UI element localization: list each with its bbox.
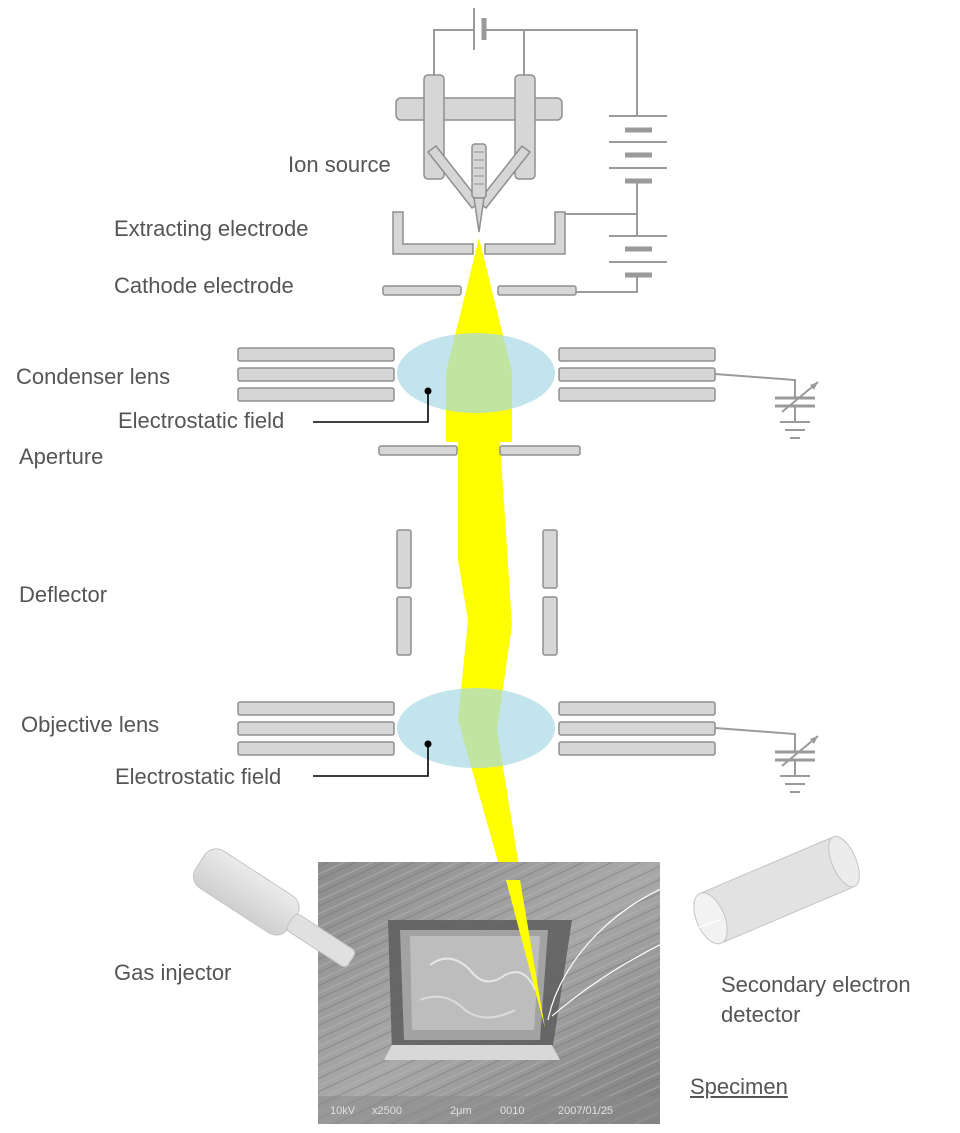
- label-specimen: Specimen: [690, 1074, 788, 1099]
- label-cathode-electrode: Cathode electrode: [114, 273, 294, 298]
- label-extracting-electrode: Extracting electrode: [114, 216, 309, 241]
- gas-injector: [193, 848, 356, 968]
- label-secondary-electron-detector-2: detector: [721, 1002, 801, 1027]
- label-objective-lens: Objective lens: [21, 712, 160, 737]
- label-condenser-lens: Condenser lens: [16, 364, 171, 389]
- condenser-electrostatic-field: [397, 333, 555, 413]
- label-electrostatic-field-objective: Electrostatic field: [115, 764, 282, 789]
- label-gas-injector: Gas injector: [114, 960, 232, 985]
- aperture: [378, 445, 581, 456]
- extracting-electrode: [392, 211, 566, 255]
- ion-beam: [446, 238, 545, 1028]
- specimen-caption-magnification: x2500: [372, 1105, 402, 1117]
- specimen-caption-number: 0010: [500, 1105, 524, 1117]
- cathode-electrode: [382, 285, 577, 296]
- objective-electrostatic-field: [397, 688, 555, 768]
- condenser-lens: [237, 333, 819, 439]
- label-electrostatic-field-condenser: Electrostatic field: [118, 408, 285, 433]
- specimen-caption-scale: 2μm: [450, 1105, 472, 1117]
- secondary-electron-detector: [547, 835, 860, 1021]
- label-aperture: Aperture: [19, 444, 104, 469]
- deflector: [396, 529, 558, 656]
- specimen-image: 10kV x2500 2μm 0010 2007/01/25: [318, 862, 660, 1124]
- label-deflector: Deflector: [19, 582, 108, 607]
- objective-lens: [237, 688, 819, 793]
- specimen-caption-voltage: 10kV: [330, 1105, 356, 1117]
- label-secondary-electron-detector-1: Secondary electron: [721, 972, 911, 997]
- leader-lines: [313, 387, 432, 777]
- label-ion-source: Ion source: [288, 152, 391, 177]
- ion-source: [395, 74, 563, 233]
- specimen-caption-date: 2007/01/25: [558, 1105, 613, 1117]
- power-supply-wiring: [433, 8, 667, 293]
